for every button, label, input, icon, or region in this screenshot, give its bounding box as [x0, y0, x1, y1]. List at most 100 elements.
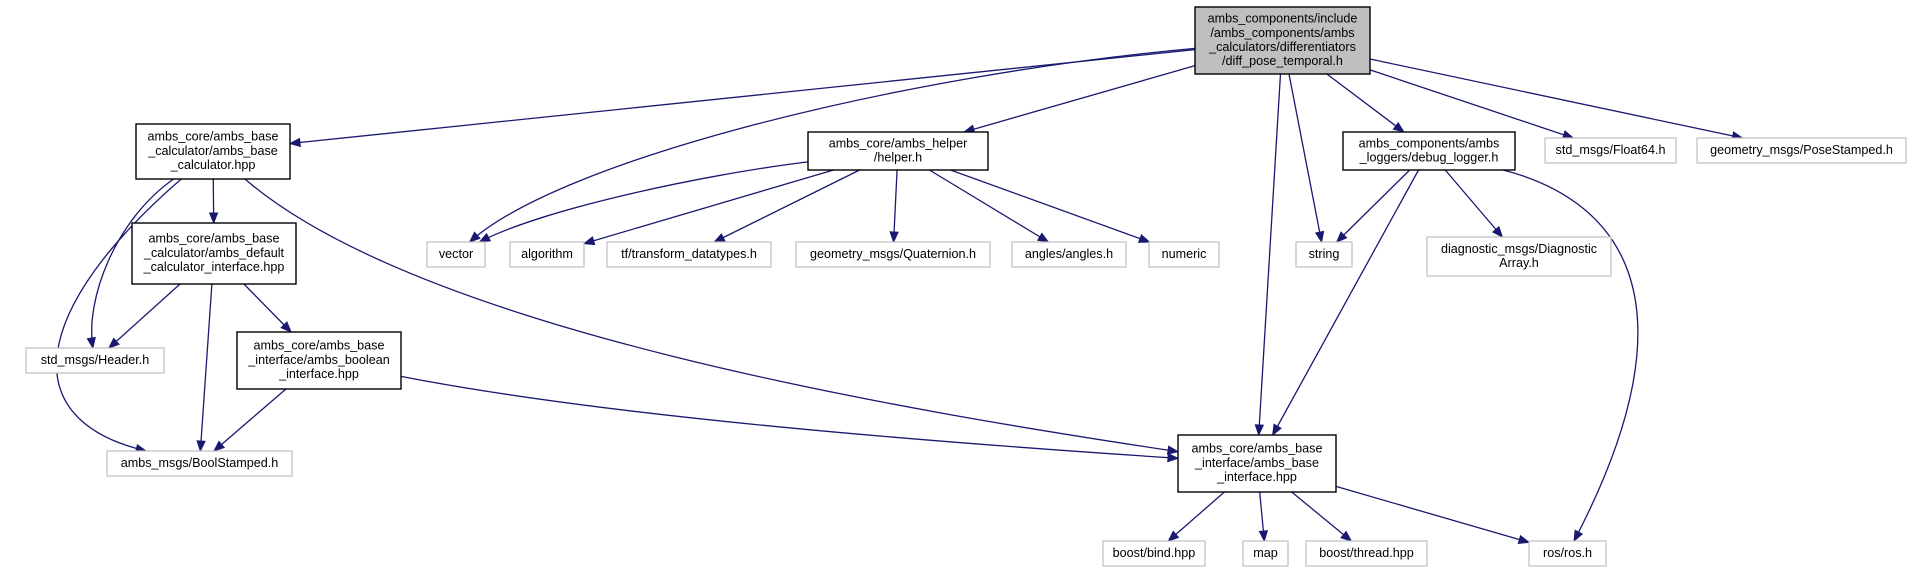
node-default_calc-box [131, 222, 297, 285]
edge-helper-to-numeric [950, 169, 1150, 243]
node-diag-box [1426, 236, 1612, 277]
node-bind-label-line: boost/bind.hpp [1113, 546, 1196, 560]
edge-root-to-base_calc-arrowhead [288, 137, 301, 148]
node-root[interactable]: ambs_components/include/ambs_components/… [1194, 6, 1371, 75]
edge-root-to-string [1288, 73, 1323, 243]
node-string-box [1295, 241, 1353, 268]
node-root-label-line: ambs_components/include [1208, 12, 1358, 26]
node-base_iface-label-line: _interface.hpp [1216, 470, 1297, 484]
edge-helper-to-vector-arrowhead [478, 232, 492, 243]
node-bind[interactable]: boost/bind.hpp [1102, 540, 1206, 567]
edge-root-to-float64 [1369, 69, 1574, 139]
edge-helper-to-tf-arrowhead [713, 233, 726, 243]
node-root-box [1194, 6, 1371, 75]
node-pose-label-line: geometry_msgs/PoseStamped.h [1710, 143, 1893, 157]
edge-root-to-base_iface [1258, 73, 1282, 436]
node-quaternion[interactable]: geometry_msgs/Quaternion.h [795, 241, 991, 268]
edge-root-to-vector [469, 47, 1196, 243]
edges-layer [55, 47, 1744, 544]
node-angles-label-line: angles/angles.h [1025, 247, 1113, 261]
node-default_calc-label-line: _calculator/ambs_default [143, 246, 285, 260]
node-default_calc-label-line: _calculator_interface.hpp [143, 260, 285, 274]
node-debug_logger[interactable]: ambs_components/ambs_loggers/debug_logge… [1342, 131, 1516, 171]
node-numeric[interactable]: numeric [1148, 241, 1220, 268]
node-default_calc-label-line: ambs_core/ambs_base [149, 232, 280, 246]
edge-root-to-base_iface-arrowhead [1254, 424, 1265, 437]
edge-default_calc-to-boolstamped-arrowhead [196, 440, 206, 453]
node-float64-box [1544, 137, 1677, 164]
node-boolstamped[interactable]: ambs_msgs/BoolStamped.h [106, 450, 293, 477]
edge-debug_logger-to-base_iface-arrowhead [1272, 423, 1282, 437]
edge-base_calc-to-header [91, 178, 175, 349]
node-vector[interactable]: vector [426, 241, 486, 268]
node-base_calc-label-line: ambs_core/ambs_base [148, 130, 279, 144]
edge-root-to-base_calc [289, 48, 1196, 145]
edge-base_calc-to-base_iface-arrowhead [1166, 445, 1180, 455]
edge-base_calc-to-default_calc-arrowhead [208, 212, 219, 225]
edge-base_iface-to-map-arrowhead [1258, 530, 1269, 543]
node-angles-box [1011, 241, 1127, 268]
node-quaternion-label-line: geometry_msgs/Quaternion.h [810, 247, 976, 261]
node-base_calc[interactable]: ambs_core/ambs_base_calculator/ambs_base… [135, 123, 291, 180]
edge-helper-to-algorithm-arrowhead [582, 236, 596, 246]
edge-root-to-helper [963, 65, 1196, 133]
edge-base_calc-to-boolstamped [55, 178, 182, 452]
node-helper-label-line: /helper.h [874, 151, 922, 165]
edge-helper-to-vector [479, 161, 809, 243]
nodes-layer: ambs_components/include/ambs_components/… [25, 6, 1907, 567]
node-algorithm-box [509, 241, 585, 268]
edge-helper-to-quaternion [892, 169, 898, 243]
edge-root-to-debug_logger [1326, 73, 1405, 133]
edge-base_iface-to-thread [1291, 491, 1352, 542]
edge-boolean_iface-to-boolstamped [213, 388, 287, 452]
edge-debug_logger-to-diag [1444, 169, 1503, 238]
node-root-label-line: /ambs_components/ambs [1210, 26, 1354, 40]
node-boolean_iface[interactable]: ambs_core/ambs_base_interface/ambs_boole… [236, 331, 402, 390]
node-header[interactable]: std_msgs/Header.h [25, 347, 165, 374]
node-helper[interactable]: ambs_core/ambs_helper/helper.h [807, 131, 989, 171]
node-diag-label-line: diagnostic_msgs/Diagnostic [1441, 242, 1597, 256]
node-tf[interactable]: tf/transform_datatypes.h [606, 241, 772, 268]
node-map-box [1242, 540, 1289, 567]
edge-default_calc-to-boolean_iface [243, 283, 292, 333]
node-boolean_iface-box [236, 331, 402, 390]
node-default_calc[interactable]: ambs_core/ambs_base_calculator/ambs_defa… [131, 222, 297, 285]
node-angles[interactable]: angles/angles.h [1011, 241, 1127, 268]
edge-base_calc-to-header-arrowhead [86, 336, 96, 350]
edge-helper-to-tf [713, 169, 860, 243]
edge-default_calc-to-boolstamped [199, 283, 213, 452]
edge-base_iface-to-thread-arrowhead [1340, 530, 1353, 542]
node-thread[interactable]: boost/thread.hpp [1305, 540, 1428, 567]
node-helper-box [807, 131, 989, 171]
node-vector-label-line: vector [439, 247, 473, 261]
edge-base_iface-to-bind-arrowhead [1167, 530, 1180, 542]
node-boolean_iface-label-line: _interface/ambs_boolean [247, 353, 389, 367]
node-algorithm[interactable]: algorithm [509, 241, 585, 268]
edge-helper-to-numeric-arrowhead [1137, 233, 1151, 243]
edge-debug_logger-to-ros-arrowhead [1573, 529, 1584, 543]
edge-default_calc-to-boolean_iface-arrowhead [280, 321, 292, 333]
node-ros[interactable]: ros/ros.h [1528, 540, 1607, 567]
edge-base_iface-to-bind [1167, 491, 1225, 542]
node-base_calc-box [135, 123, 291, 180]
edge-root-to-pose [1369, 58, 1743, 139]
edge-helper-to-angles [929, 169, 1049, 243]
edge-helper-to-quaternion-arrowhead [889, 231, 899, 244]
node-base_iface[interactable]: ambs_core/ambs_base_interface/ambs_base_… [1177, 434, 1337, 493]
node-base_calc-label-line: _calculator/ambs_base [147, 144, 278, 158]
node-string[interactable]: string [1295, 241, 1353, 268]
edge-debug_logger-to-base_iface [1272, 169, 1420, 436]
node-float64[interactable]: std_msgs/Float64.h [1544, 137, 1677, 164]
node-thread-box [1305, 540, 1428, 567]
node-quaternion-box [795, 241, 991, 268]
node-string-label-line: string [1309, 247, 1340, 261]
node-pose[interactable]: geometry_msgs/PoseStamped.h [1696, 137, 1907, 164]
edge-debug_logger-to-ros [1502, 169, 1639, 542]
node-algorithm-label-line: algorithm [521, 247, 573, 261]
edge-base_calc-to-base_iface [244, 178, 1179, 453]
edge-debug_logger-to-string-arrowhead [1335, 231, 1348, 243]
node-map[interactable]: map [1242, 540, 1289, 567]
node-float64-label-line: std_msgs/Float64.h [1556, 143, 1666, 157]
